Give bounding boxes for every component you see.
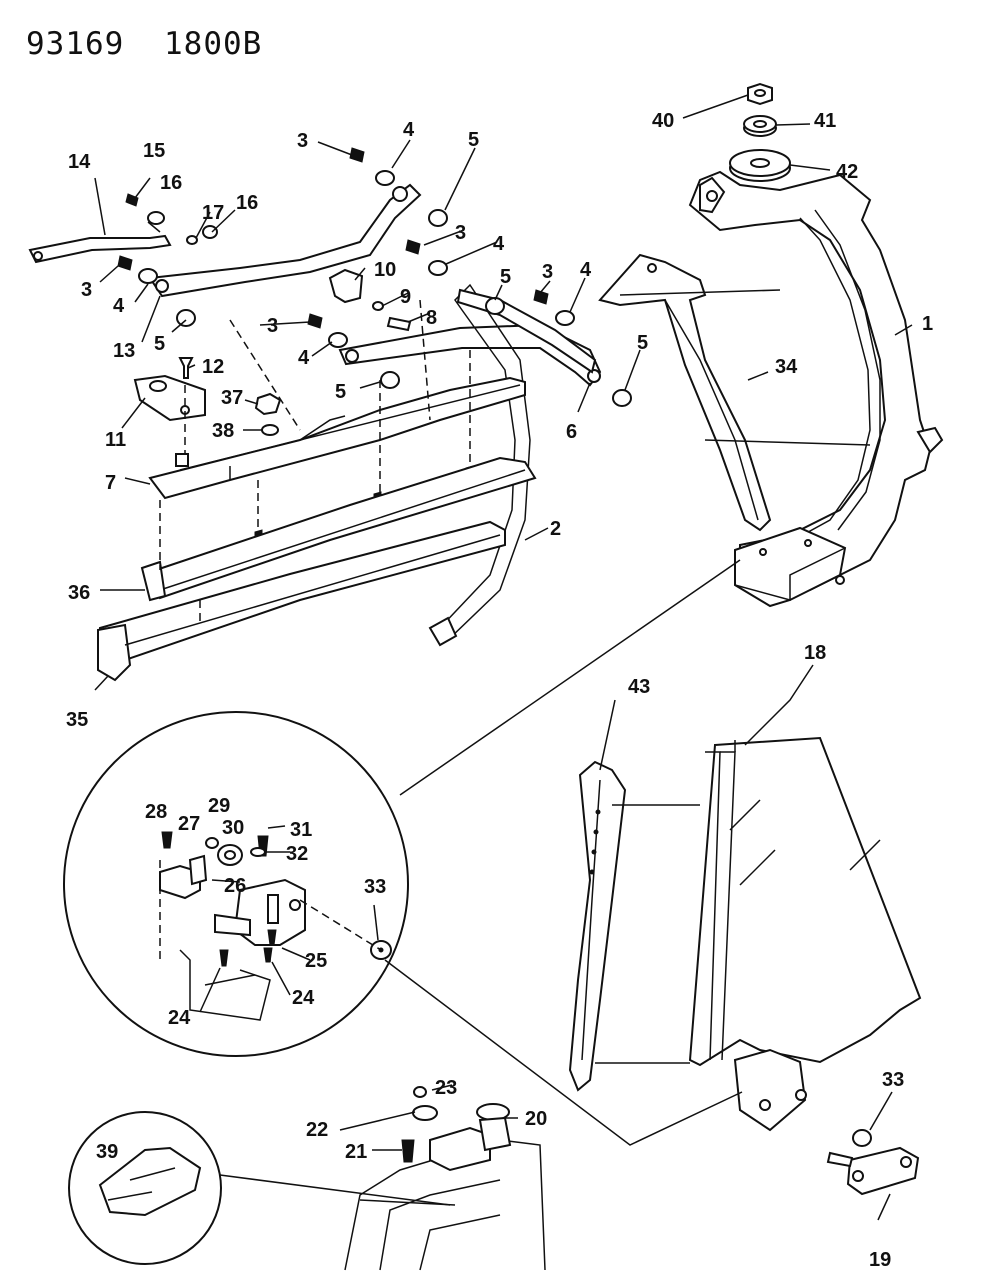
callout-3: 3 bbox=[81, 279, 92, 301]
callout-9: 9 bbox=[400, 286, 411, 308]
clip-inset bbox=[68, 1111, 222, 1265]
glass-run-channel bbox=[568, 760, 700, 1092]
door-lower-structure bbox=[344, 1086, 546, 1271]
regulator-track bbox=[148, 376, 526, 549]
callout-2: 2 bbox=[550, 518, 561, 540]
callout-5: 5 bbox=[637, 332, 648, 354]
callout-3: 3 bbox=[542, 261, 553, 283]
callout-34: 34 bbox=[775, 356, 798, 378]
callout-24: 24 bbox=[292, 987, 315, 1009]
callout-23: 23 bbox=[435, 1077, 457, 1099]
callout-20: 20 bbox=[525, 1108, 547, 1130]
vent-glass bbox=[688, 736, 922, 1132]
callout-22: 22 bbox=[306, 1119, 328, 1141]
regulator-linkage bbox=[28, 147, 632, 647]
callout-38: 38 bbox=[212, 420, 234, 442]
callout-10: 10 bbox=[374, 259, 396, 281]
callout-29: 29 bbox=[208, 795, 230, 817]
callout-13: 13 bbox=[113, 340, 135, 362]
callout-37: 37 bbox=[221, 387, 243, 409]
callout-labels: 1 2 3 3 3 3 3 4 4 4 4 4 5 5 5 5 5 6 7 8 … bbox=[66, 110, 933, 1271]
callout-41: 41 bbox=[814, 110, 836, 132]
callout-14: 14 bbox=[68, 151, 91, 173]
callout-8: 8 bbox=[426, 307, 437, 329]
callout-12: 12 bbox=[202, 356, 224, 378]
callout-4: 4 bbox=[403, 119, 415, 141]
callout-35: 35 bbox=[66, 709, 88, 731]
callout-15: 15 bbox=[143, 140, 165, 162]
callout-5: 5 bbox=[468, 129, 479, 151]
callout-31: 31 bbox=[290, 819, 312, 841]
callout-30: 30 bbox=[222, 817, 244, 839]
leader-lines bbox=[94, 94, 913, 1221]
callout-17: 17 bbox=[202, 202, 224, 224]
callout-28: 28 bbox=[145, 801, 167, 823]
callout-33: 33 bbox=[364, 876, 386, 898]
callout-4: 4 bbox=[298, 347, 310, 369]
callout-27: 27 bbox=[178, 813, 200, 835]
callout-3: 3 bbox=[297, 130, 308, 152]
callout-21: 21 bbox=[345, 1141, 367, 1163]
callout-26: 26 bbox=[224, 875, 246, 897]
window-frame-bracket bbox=[688, 170, 944, 608]
callout-18: 18 bbox=[804, 642, 826, 664]
callout-25: 25 bbox=[305, 950, 327, 972]
callout-32: 32 bbox=[286, 843, 308, 865]
callout-36: 36 bbox=[68, 582, 90, 604]
callout-1: 1 bbox=[922, 313, 933, 335]
callout-16: 16 bbox=[236, 192, 258, 214]
sill-strip bbox=[97, 520, 506, 682]
callout-42: 42 bbox=[836, 161, 858, 183]
callout-11: 11 bbox=[105, 429, 126, 451]
figure-code: 1800B bbox=[164, 26, 263, 62]
callout-4: 4 bbox=[113, 295, 125, 317]
callout-16: 16 bbox=[160, 172, 182, 194]
callout-39: 39 bbox=[96, 1141, 118, 1163]
callout-7: 7 bbox=[105, 472, 116, 494]
callout-6: 6 bbox=[566, 421, 577, 443]
callout-33: 33 bbox=[882, 1069, 904, 1091]
callout-4: 4 bbox=[580, 259, 592, 281]
callout-40: 40 bbox=[652, 110, 674, 132]
diagram-code: 93169 bbox=[26, 26, 125, 62]
callout-3: 3 bbox=[267, 315, 278, 337]
lower-channel bbox=[140, 456, 537, 602]
callout-24: 24 bbox=[168, 1007, 191, 1029]
callout-4: 4 bbox=[493, 233, 505, 255]
callout-5: 5 bbox=[335, 381, 346, 403]
callout-19: 19 bbox=[869, 1249, 891, 1271]
run-channel bbox=[598, 253, 772, 532]
callout-5: 5 bbox=[500, 266, 511, 288]
callout-3: 3 bbox=[455, 222, 466, 244]
callout-5: 5 bbox=[154, 333, 165, 355]
pivot-plate bbox=[826, 1129, 920, 1196]
callout-43: 43 bbox=[628, 676, 650, 698]
nut-washer-stack bbox=[729, 82, 791, 182]
